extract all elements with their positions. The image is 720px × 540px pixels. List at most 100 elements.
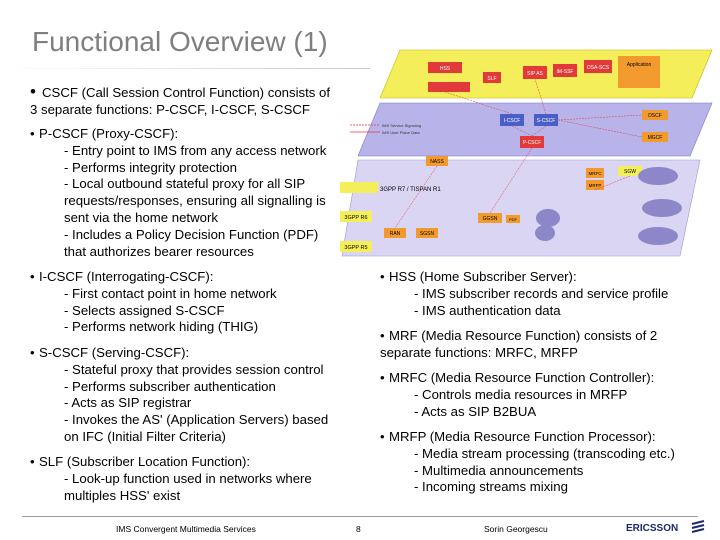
hss-box	[428, 62, 462, 73]
ip-cloud-2	[535, 225, 555, 241]
slf-heading: SLF (Subscriber Location Function):	[39, 454, 251, 469]
slide-title: Functional Overview (1)	[32, 26, 328, 57]
mrfp-line: - Media stream processing (transcoding e…	[414, 445, 675, 461]
pcscf-line: - Entry point to IMS from any access net…	[64, 142, 327, 158]
cscf-intro-line1: CSCF (Call Session Control Function) con…	[42, 85, 331, 100]
diagram-label-ran: RAN	[390, 231, 401, 237]
diagram-label-ggsn: GGSN	[483, 216, 498, 222]
pcscf-line: - Performs integrity protection	[64, 159, 237, 175]
mgcf-box	[642, 132, 668, 142]
diagram-label-sipas: SIP AS	[527, 71, 543, 77]
pdf-box	[506, 215, 520, 223]
ip-cloud-1	[536, 209, 560, 227]
mrfc-line: - Controls media resources in MRFP	[414, 386, 628, 402]
sipas-box	[523, 66, 547, 79]
logo-mark-icon	[691, 520, 705, 533]
osa-box	[584, 60, 612, 73]
pcscf-heading: P-CSCF (Proxy-CSCF):	[39, 126, 179, 141]
nass-box	[426, 156, 448, 166]
diagram-label-hss: HSS	[440, 66, 451, 72]
mrfc-box	[586, 168, 604, 178]
diagram-legend-userplane: IMS User Plane Data	[382, 130, 420, 135]
mrfp-line: - Multimedia announcements	[414, 462, 584, 478]
r6-box	[340, 211, 372, 222]
mrf-block: •MRF (Media Resource Function) consists …	[380, 328, 658, 360]
page-number: 8	[356, 524, 361, 534]
imssf-box	[553, 64, 577, 77]
diagram-label-sgw: SGW	[624, 169, 636, 175]
diagram-label-pdf: PDF	[509, 217, 518, 222]
mrfp-line: - Incoming streams mixing	[414, 479, 568, 495]
hss-line: - IMS authentication data	[414, 302, 561, 318]
diagram-legend-signaling: IMS Service Signaling	[382, 123, 421, 128]
scscf-line: - Acts as SIP registrar	[64, 395, 192, 411]
ggsn-box	[478, 213, 502, 223]
pstn-cloud	[638, 167, 678, 185]
mrfp-block: •MRFP (Media Resource Function Processor…	[380, 429, 675, 495]
diagram-label-icscf: I-CSCF	[504, 118, 521, 124]
footer-author: Sorin Georgescu	[484, 524, 548, 534]
pcscf-block: •P-CSCF (Proxy-CSCF): - Entry point to I…	[30, 126, 327, 259]
diagram-label-mgcf: MGCF	[648, 135, 663, 141]
pcscf-line: sent via the home network	[64, 209, 218, 225]
diagram-label-application: Application	[627, 62, 652, 68]
diagram-label-mrfc: MRFC	[589, 171, 603, 176]
diagram-label-sgsn: SGSN	[420, 231, 435, 237]
diagram-label-nass: NASS	[430, 159, 444, 165]
scscf-line: - Invokes the AS' (Application Servers) …	[64, 412, 329, 428]
icscf-line: - Performs network hiding (THIG)	[64, 319, 259, 335]
icscf-block: •I-CSCF (Interrogating-CSCF): - First co…	[30, 269, 277, 335]
diagram-label-slf: SLF	[487, 76, 496, 82]
hss-sub-box	[428, 82, 470, 92]
dscf-box	[642, 110, 668, 120]
scscf-heading: S-CSCF (Serving-CSCF):	[39, 345, 190, 360]
mrfp-box	[586, 180, 604, 190]
mrfc-block: •MRFC (Media Resource Function Controlle…	[380, 370, 655, 419]
icscf-line: - Selects assigned S-CSCF	[64, 302, 225, 318]
pcscf-line: requests/responses, ensuring all signall…	[64, 193, 326, 209]
ims-architecture-diagram: HSS SLF SIP AS IM-SSF OSA-SCS Applicatio…	[340, 49, 713, 257]
diagram-label-scscf: S-CSCF	[537, 118, 556, 124]
scscf-block: •S-CSCF (Serving-CSCF): - Stateful proxy…	[30, 345, 329, 444]
slf-line: multiples HSS' exist	[64, 487, 181, 503]
bullet: •	[30, 82, 36, 101]
mrfc-heading: MRFC (Media Resource Function Controller…	[389, 370, 655, 385]
pcscf-line: - Local outbound stateful proxy for all …	[64, 176, 306, 192]
sgsn-box	[416, 228, 438, 238]
logo-text: ERICSSON	[626, 523, 678, 534]
diagram-label-osa: OSA-SCS	[587, 65, 610, 71]
hss-heading: HSS (Home Subscriber Server):	[389, 269, 577, 284]
diagram-label-imssf: IM-SSF	[557, 69, 574, 75]
pcscf-box	[520, 136, 544, 148]
diagram-label-r7: 3GPP R7 / TISPAN R1	[380, 187, 441, 193]
cscf-intro: • CSCF (Call Session Control Function) co…	[30, 83, 330, 118]
footer-divider	[22, 516, 698, 517]
sgw-box	[618, 166, 642, 176]
scscf-box	[534, 114, 558, 126]
diagram-label-r5: 3GPP R5	[344, 245, 367, 251]
pdn-cloud	[642, 199, 682, 217]
diagram-label-mrfp: MRFP	[589, 183, 602, 188]
slf-box	[483, 72, 501, 83]
slf-block: •SLF (Subscriber Location Function): - L…	[30, 454, 312, 503]
ran-box	[384, 228, 406, 238]
ericsson-logo: ERICSSON	[626, 520, 705, 534]
hss-line: - IMS subscriber records and service pro…	[414, 285, 669, 301]
pcscf-line: that authorizes bearer resources	[64, 243, 254, 259]
diagram-label-r6: 3GPP R6	[344, 215, 367, 221]
footer-title: IMS Convergent Multimedia Services	[116, 524, 256, 534]
diagram-label-pcscf: P-CSCF	[523, 140, 542, 146]
pcscf-line: - Includes a Policy Decision Function (P…	[64, 226, 319, 242]
application-box	[618, 56, 660, 88]
mrfc-line: - Acts as SIP B2BUA	[414, 403, 537, 419]
scscf-line: on IFC (Initial Filter Criteria)	[64, 428, 226, 444]
icscf-heading: I-CSCF (Interrogating-CSCF):	[39, 269, 214, 284]
cscf-intro-line2: 3 separate functions: P-CSCF, I-CSCF, S-…	[30, 102, 310, 117]
diagram-label-dscf: DSCF	[648, 113, 662, 119]
scscf-line: - Performs subscriber authentication	[64, 378, 276, 394]
title-underline	[0, 68, 370, 69]
icscf-box	[500, 114, 524, 126]
icscf-line: - First contact point in home network	[64, 285, 277, 301]
hss-block: •HSS (Home Subscriber Server): - IMS sub…	[380, 269, 669, 318]
ip-network-cloud	[638, 227, 678, 245]
